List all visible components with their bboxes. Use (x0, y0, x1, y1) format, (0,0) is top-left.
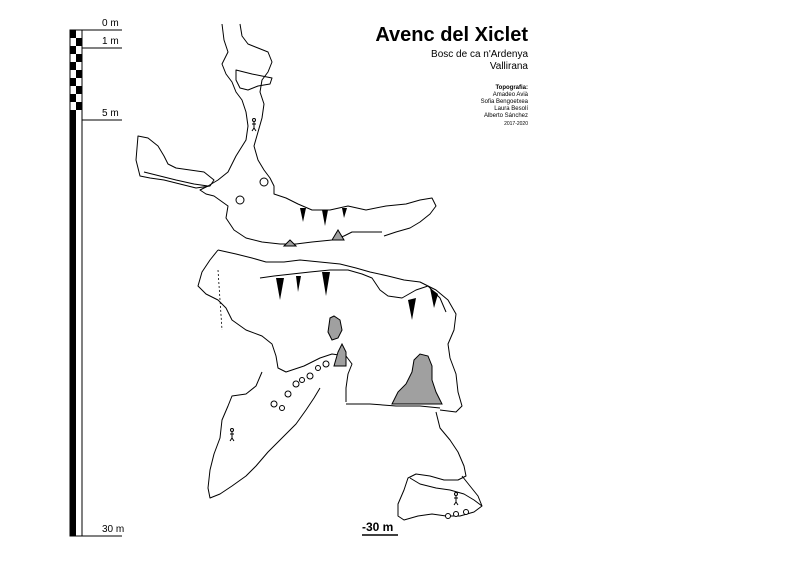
boulder (259, 177, 269, 187)
scale-bar-graphic (69, 29, 122, 537)
rock-small (282, 239, 298, 247)
bottom-chamber (409, 477, 483, 507)
gallery-ceiling (259, 269, 447, 313)
scale-block (70, 30, 76, 38)
scale-block (76, 86, 82, 94)
boulder (270, 400, 278, 408)
depth-marker: -30 m (362, 520, 394, 534)
surveyor-name: Amadeo Avià (492, 92, 528, 98)
scale-block (70, 78, 76, 86)
boulder (445, 513, 451, 519)
scale-block (76, 102, 82, 110)
boulder (279, 405, 285, 411)
gallery-floor (346, 403, 441, 409)
vertical-scale-bar: 0 m 1 m 5 m 30 m (0, 0, 140, 559)
scale-block-long (70, 118, 76, 536)
cave-title: Avenc del Xiclet (375, 24, 528, 46)
boulder (453, 511, 459, 517)
stalactite (322, 210, 328, 226)
surveyor-name: Alberto Sánchez (483, 113, 528, 119)
scale-label-1: 1 m (102, 36, 119, 47)
upper-ledge (235, 69, 273, 91)
cave-location: Bosc de ca n'Ardenya (431, 49, 528, 60)
scale-block (70, 46, 76, 54)
surveyor-name: Sofia Bengoetxea (480, 99, 528, 105)
boulder (292, 380, 300, 388)
sediment-cone (391, 353, 443, 405)
scale-block (76, 38, 82, 46)
left-chamber (135, 135, 215, 189)
middle-gallery (217, 249, 463, 413)
stalactite (300, 208, 306, 222)
boulder (235, 195, 245, 205)
scale-block (70, 94, 76, 102)
stalactite (296, 276, 301, 292)
flowstone (333, 342, 347, 367)
boulder (306, 372, 314, 380)
stalactite (408, 298, 416, 320)
survey-years: 2017-2020 (504, 121, 528, 127)
middle-gallery-left-wall (197, 249, 353, 402)
boulder (299, 377, 305, 383)
scale-block (70, 110, 76, 118)
stalactite (342, 208, 347, 218)
depth-marker-underline (362, 534, 398, 536)
lower-shaft-left (207, 371, 321, 499)
lower-shaft-right (397, 411, 483, 521)
left-chamber-floor (143, 171, 209, 187)
boulder (322, 360, 330, 368)
scale-label-5: 5 m (102, 108, 119, 119)
scale-block (70, 62, 76, 70)
caver-figure-icon (229, 428, 235, 442)
surveyor-name: Laura Besolí (494, 106, 528, 112)
scale-label-0: 0 m (102, 18, 119, 29)
boulder (463, 509, 469, 515)
caver-figure-icon (453, 492, 459, 506)
topography-label: Topografia: (495, 85, 528, 91)
boulder (284, 390, 292, 398)
stalactite (430, 288, 438, 308)
caver-figure-icon (251, 118, 257, 132)
entrance-shaft-right (239, 23, 437, 237)
speleothem-cluster (327, 315, 343, 341)
rock-small (331, 229, 345, 241)
stalactite (276, 278, 284, 300)
cave-municipality: Vallirana (489, 61, 528, 72)
entrance-shaft (199, 23, 382, 245)
scale-block (76, 70, 82, 78)
stalactite (322, 272, 330, 296)
boulder (315, 365, 321, 371)
scale-block (76, 54, 82, 62)
scale-label-30: 30 m (102, 524, 125, 535)
